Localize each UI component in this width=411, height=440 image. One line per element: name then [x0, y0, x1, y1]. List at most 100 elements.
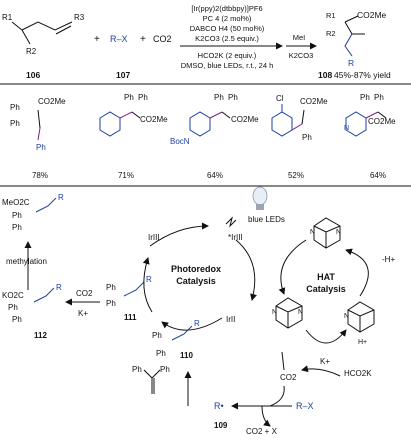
example-3-ph1: Ph — [214, 93, 224, 102]
example-5-n: N — [344, 125, 349, 132]
base-line: K2CO3 (2.5 equiv.) — [195, 34, 259, 43]
piperidine-ring — [189, 111, 211, 137]
co2-feed-curve — [269, 385, 285, 407]
dabco-top-n2: N — [336, 229, 341, 236]
dabco-right-h-plus: H+ — [358, 339, 367, 346]
formate-label: HCO2K — [344, 369, 372, 378]
conditions-line: DMSO, blue LEDs, r.t., 24 h — [181, 61, 274, 70]
photocatalyst-line: PC 4 (2 mol%) — [203, 14, 252, 23]
hat-arc-left — [278, 239, 307, 295]
alkene-ph-2: Ph — [160, 365, 170, 374]
mech-r-a: R — [58, 193, 64, 202]
light-wave-icon — [225, 216, 237, 228]
dabco-top: N N — [310, 217, 341, 249]
substrate-r1: R1 — [2, 13, 13, 22]
formate-k-plus: K+ — [320, 357, 330, 366]
compound-108-label: 108 — [318, 70, 332, 80]
mech-k-plus-label: K+ — [78, 309, 88, 318]
example-3: Ph Ph CO2Me BocN 64% — [170, 93, 259, 180]
example-3-yield: 64% — [207, 171, 223, 180]
cyclohexyl-ring — [99, 111, 121, 137]
photoredox-arc-left — [142, 257, 153, 313]
co2-radical-anion: CO2 — [280, 373, 297, 382]
dabco-right-n1: N — [344, 313, 349, 320]
example-1-ph3: Ph — [36, 143, 46, 152]
photoredox-title-1: Photoredox — [171, 264, 221, 274]
example-5-ph2: Ph — [374, 93, 384, 102]
product-r1: R1 — [326, 11, 336, 20]
example-5-yield: 64% — [370, 171, 386, 180]
photoredox-title-2: Catalysis — [176, 276, 216, 286]
dabco-left-n1: N — [272, 309, 277, 316]
ir-iii-excited-label: *IrIII — [228, 233, 243, 242]
product-108-structure — [344, 15, 365, 57]
substrate-r2: R2 — [26, 47, 37, 56]
catalyst-line: [Ir(ppy)2(dtbbpy)]PF6 — [191, 4, 262, 13]
general-reaction: R1 R3 R2 106 + R–X 107 + CO2 [Ir(ppy)2(d… — [2, 4, 391, 80]
product-yield-range: 45%-87% yield — [334, 70, 391, 80]
product-r-group: R — [348, 58, 354, 68]
example-2-ph1: Ph — [124, 93, 134, 102]
co2-plus-x: CO2 + X — [246, 427, 278, 436]
product-r2: R2 — [326, 29, 336, 38]
example-1-ph1: Ph — [10, 103, 20, 112]
example-1: CO2Me Ph Ph Ph 78% — [10, 97, 66, 180]
example-4-ester: CO2Me — [300, 97, 328, 106]
ir-ii-label: IrII — [226, 315, 235, 324]
plus-sign-1: + — [94, 34, 100, 45]
mech-ph-h: Ph — [156, 349, 166, 358]
compound-109-label: 109 — [214, 421, 228, 430]
mech-ph-c: Ph — [8, 303, 18, 312]
compound-107-label: 107 — [116, 70, 130, 80]
example-4: Cl CO2Me Ph 52% — [271, 94, 328, 180]
formate-arrow — [301, 365, 341, 377]
carboxylate-group: KO2C — [2, 291, 24, 300]
chlorophenyl-ring — [271, 111, 293, 137]
example-2-yield: 71% — [118, 171, 134, 180]
mech-r-d: R — [194, 319, 200, 328]
hat-title-1: HAT — [317, 272, 335, 282]
mechanism: MeO2C Ph Ph R methylation KO2C Ph Ph R 1… — [2, 186, 395, 436]
deprotonation-label: -H+ — [382, 255, 395, 264]
mech-r-c: R — [146, 275, 152, 284]
compound-111-label: 111 — [124, 313, 137, 322]
example-5: N Ph Ph CO2Me 64% — [344, 93, 396, 180]
mech-ph-b: Ph — [12, 223, 22, 232]
methylation-label: methylation — [6, 257, 47, 266]
pyridine-ring — [345, 111, 367, 137]
dabco-right: N H+ — [344, 301, 375, 346]
examples-row: CO2Me Ph Ph Ph 78% Ph Ph CO2Me 71% Ph Ph… — [10, 93, 396, 180]
compound-110-label: 110 — [180, 351, 193, 360]
hat-arc-right — [345, 248, 369, 297]
hat-arc-bottom — [305, 329, 347, 344]
example-5-ph1: Ph — [360, 93, 370, 102]
mech-ph-f: Ph — [106, 299, 116, 308]
diphenylethylene-skeleton — [143, 369, 161, 379]
mech-ph-d: Ph — [12, 315, 22, 324]
example-4-ph: Ph — [302, 133, 312, 142]
dabco-left-n2: N — [298, 309, 303, 316]
example-2: Ph Ph CO2Me 71% — [99, 93, 168, 180]
ir-iii-label: IrIII — [148, 233, 160, 242]
plus-sign-2: + — [140, 34, 146, 45]
co2-reactant: CO2 — [153, 34, 172, 44]
example-4-yield: 52% — [288, 171, 304, 180]
dabco-left: N N — [272, 297, 303, 329]
dabco-line: DABCO H4 (50 mol%) — [190, 24, 265, 33]
substrate-106-structure — [11, 21, 73, 45]
co2-radical-link — [281, 351, 285, 371]
example-3-ester: CO2Me — [231, 115, 259, 124]
light-bulb-icon — [252, 186, 268, 210]
compound-106-label: 106 — [26, 70, 40, 80]
alkyl-halide-rx: R–X — [110, 34, 128, 44]
methyl-ester-group: MeO2C — [2, 198, 30, 207]
compound-112-label: 112 — [34, 331, 47, 340]
example-5-ester: CO2Me — [368, 117, 396, 126]
photoredox-arc-top — [149, 222, 209, 247]
alkene-ph-1: Ph — [132, 365, 142, 374]
formate-line: HCO2K (2 equiv.) — [198, 51, 257, 60]
example-2-ph2: Ph — [138, 93, 148, 102]
example-3-ph2: Ph — [228, 93, 238, 102]
diphenylethylene-double-bond — [151, 378, 155, 394]
